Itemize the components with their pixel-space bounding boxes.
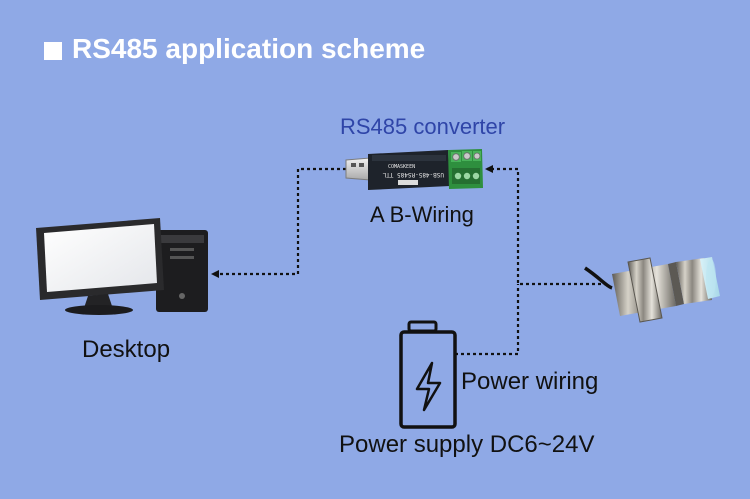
page-title: RS485 application scheme	[72, 33, 426, 64]
ab-wiring-label: A B-Wiring	[370, 202, 474, 227]
sensor-ab-wiring-connector	[485, 165, 607, 286]
desktop-computer-icon	[36, 218, 208, 315]
power-wiring-connector	[455, 284, 520, 356]
battery-lightning-icon	[399, 320, 457, 429]
converter-label: RS485 converter	[340, 114, 506, 139]
usb-to-desktop-connector	[211, 167, 346, 278]
usb-rs485-converter-icon: COMASKEEN USB-485-RS485 TTL	[345, 149, 483, 190]
title-bullet	[44, 42, 62, 60]
cylindrical-sensor-icon	[584, 257, 720, 323]
converter-brand-print: COMASKEEN	[388, 164, 415, 170]
desktop-label: Desktop	[82, 336, 171, 363]
converter-model-print: USB-485-RS485 TTL	[382, 171, 444, 178]
power-wiring-label: Power wiring	[461, 368, 599, 395]
power-supply-label: Power supply DC6~24V	[339, 431, 595, 458]
